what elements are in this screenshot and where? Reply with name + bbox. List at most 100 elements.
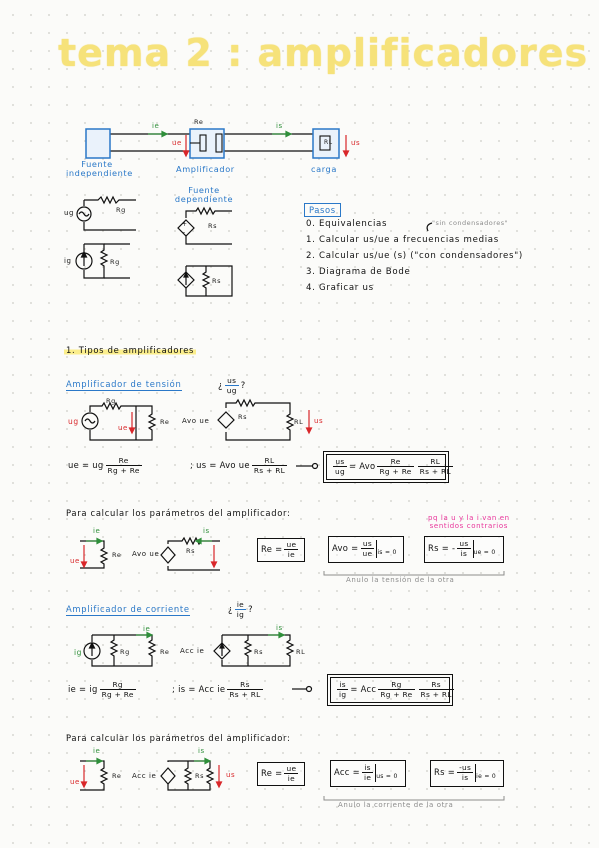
dependent-source-label: Fuente dependiente (174, 185, 234, 204)
pasos-step: 4. Graficar us (306, 283, 374, 293)
source-block (85, 128, 111, 159)
avo-label-tp: Avo ue (132, 550, 160, 558)
pasos-list: 0. Equivalencias 1. Calcular us/ue a fre… (306, 216, 523, 296)
corriente-res-mid: = Acc (350, 684, 377, 694)
pasos-step: 0. Equivalencias (306, 219, 388, 229)
tension-res-lhs-den: ug (335, 467, 345, 476)
param-rs-box (424, 536, 504, 563)
param-re-c-den: ie (287, 774, 295, 783)
param-rs-den: is (460, 549, 468, 558)
corriente-heading-text: Amplificador de corriente (66, 604, 190, 616)
param-re-c-lhs: Re = (261, 768, 283, 778)
ie-label-c: ie (143, 625, 151, 633)
param-rs-c-num: -us (457, 763, 474, 773)
param-avo-box (328, 536, 404, 563)
corriente-result-box (327, 674, 453, 706)
acc-label-cp: Acc ie (132, 772, 157, 780)
corriente-f2-den: Rs + RL (229, 690, 261, 699)
tension-ratio-den: ug (226, 386, 237, 395)
param-avo-den: ue (362, 549, 373, 558)
tension-heading-text: Amplificador de tensión (66, 379, 182, 391)
rl-label-top: RL (324, 139, 333, 146)
tension-res-mid: = Avo (348, 461, 376, 471)
tension-res-den2: Rs + RL (419, 467, 451, 476)
rs-label-c: Rs (254, 648, 264, 656)
amplifier-label: Amplificador (176, 164, 235, 174)
page-title: tema 2 : amplificadores (58, 31, 589, 75)
tension-f1-lhs: ue = ug (68, 460, 104, 470)
param-avo-lhs: Avo = (332, 543, 359, 553)
param-re-num: ue (284, 540, 299, 550)
corriente-res-num1: Rg (378, 680, 415, 690)
corriente-res-lhs-num: is (337, 680, 349, 690)
ie-label-tp: ie (93, 527, 101, 535)
corriente-res-den1: Rg + Re (380, 690, 413, 699)
param-rs-c-box (430, 760, 504, 787)
ie-label-cp: ie (93, 747, 101, 755)
corriente-f2-lhs: ; is = Acc ie (172, 684, 226, 694)
pasos-step: 1. Calcular us/ue a frecuencias medias (306, 235, 499, 245)
tension-result-box (323, 451, 449, 483)
is-label-tp: is (203, 527, 210, 535)
param-acc-lhs: Acc = (334, 767, 360, 777)
param-rs-c-den: is (461, 773, 469, 782)
tension-res-num2: RL (417, 457, 453, 467)
corriente-heading: Amplificador de corriente (66, 604, 190, 616)
tension-params-heading: Para calcular los parámetros del amplifi… (66, 508, 291, 518)
is-label-cp: is (198, 747, 205, 755)
ue-label-top: ue (172, 139, 182, 147)
param-acc-num: is (361, 763, 374, 773)
param-rs-c-lhs: Rs = (434, 767, 456, 777)
rs-label-t: Rs (238, 413, 248, 421)
corriente-res-num2: Rs (418, 680, 454, 690)
rg-label-1: Rg (116, 206, 126, 214)
corriente-params-heading: Para calcular los parámetros del amplifi… (66, 733, 291, 743)
param-re-c-num: ue (284, 764, 299, 774)
tension-f2-lhs: ; us = Avo ue (190, 460, 250, 470)
rs-label-tp: Rs (186, 547, 196, 555)
param-re-lhs: Re = (261, 544, 283, 554)
source-label: Fuente independiente (66, 159, 133, 178)
corriente-f1-num: Rg (99, 680, 136, 690)
ue-label-cp: ue (70, 778, 80, 786)
rl-label-c: RL (296, 648, 306, 656)
param-rs-num: us (457, 539, 471, 549)
anulo-tension-note: Anulo la tensión de la otra (346, 576, 455, 584)
param-re-box (257, 538, 305, 562)
pasos-step: 3. Diagrama de Bode (306, 267, 411, 277)
rs-label-2: Rs (212, 277, 222, 285)
re-label-c: Re (160, 648, 170, 656)
section-heading: 1. Tipos de amplificadores (64, 345, 197, 355)
section-heading-text: 1. Tipos de amplificadores (64, 345, 197, 355)
svg-text:-: - (183, 229, 185, 236)
pasos-heading: Pasos (304, 203, 341, 217)
ue-label-t: ue (118, 424, 128, 432)
param-rs-lhs: Rs = - (428, 543, 456, 553)
tension-f1-den: Rg + Re (107, 466, 140, 475)
tension-f2-num: RL (251, 456, 288, 466)
re-label-top: Re (194, 118, 204, 126)
param-avo-num: us (360, 539, 375, 549)
rg-label-2: Rg (110, 258, 120, 266)
pink-note-line-2: sentidos contrarios (429, 522, 508, 530)
pink-note-line-1: pq la u y la i van en (428, 514, 510, 522)
re-label-t: Re (160, 418, 170, 426)
corriente-ratio-num: ie (234, 600, 247, 610)
tension-f1-num: Re (105, 456, 142, 466)
rs-label-cp: Rs (195, 772, 205, 780)
corriente-f1-lhs: ie = ig (68, 684, 98, 694)
tension-f2-den: Rs + RL (253, 466, 286, 475)
tension-res-den1: Rg + Re (379, 467, 412, 476)
pasos-step: 2. Calcular us/ue (s) ("con condensadore… (306, 251, 523, 261)
us-label-cp: us (226, 771, 236, 779)
